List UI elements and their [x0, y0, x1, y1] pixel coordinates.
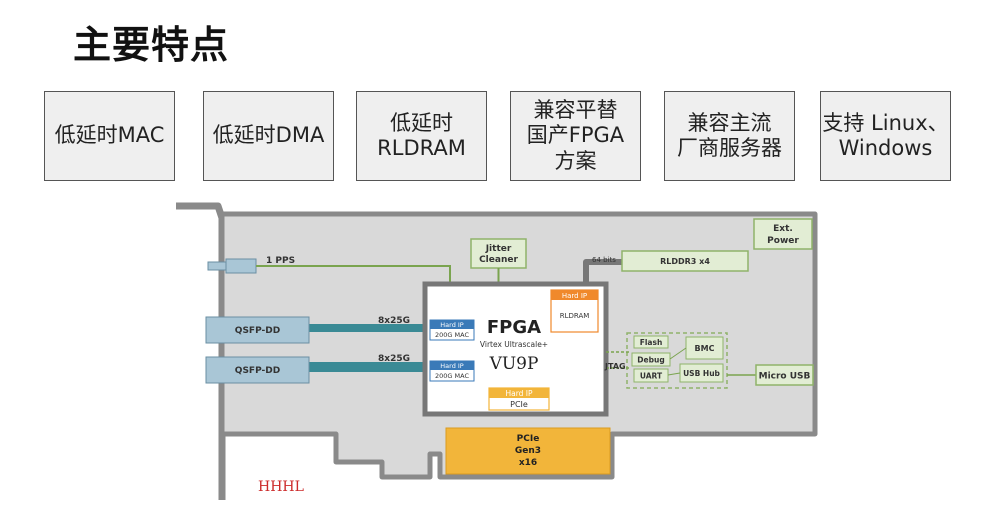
- jitter-cleaner: [470, 238, 527, 269]
- rlddr3-label: RLDDR3 x4: [660, 257, 710, 266]
- feature-low-latency-rldram: 低延时 RLDRAM: [356, 91, 487, 181]
- usbhub-label: USB Hub: [683, 369, 720, 378]
- form-factor-label: HHHL: [258, 479, 304, 495]
- feature-domestic-fpga-compatible: 兼容平替 国产FPGA 方案: [510, 91, 641, 181]
- qsfp2-port: [205, 356, 310, 384]
- rlddr3-block: [621, 250, 749, 272]
- management-group: [626, 332, 728, 389]
- hardip-mac2-title: Hard IP: [440, 362, 464, 370]
- lane2-label: 8x25G: [378, 354, 410, 364]
- feature-server-compatible: 兼容主流 厂商服务器: [664, 91, 795, 181]
- hardip-mac1-sub: 200G MAC: [435, 331, 469, 339]
- jtag-label: JTAG: [604, 362, 626, 371]
- hardip-pcie-sub: PCIe: [510, 400, 528, 409]
- fpga-family-label: Virtex Ultrascale+: [480, 340, 548, 349]
- feature-os-support: 支持 Linux、 Windows: [820, 91, 951, 181]
- fpga-label: FPGA: [487, 317, 541, 338]
- ext-power: [753, 218, 813, 250]
- microusb-label: Micro USB: [759, 372, 811, 382]
- bus-width-label: 64 bits: [592, 256, 616, 264]
- jitter-cleaner-label-2: Cleaner: [479, 255, 518, 265]
- uart-block: [633, 368, 669, 383]
- hardip-mac2-sub: 200G MAC: [435, 372, 469, 380]
- microusb-block: [755, 364, 814, 386]
- pcie-edge-connector: [445, 427, 611, 475]
- pcie-conn-line-1: PCIe: [517, 434, 540, 444]
- pps-line: [256, 265, 451, 284]
- feature-low-latency-dma: 低延时DMA: [203, 91, 334, 181]
- debug-label: Debug: [637, 356, 664, 365]
- hardip-pcie-title: Hard IP: [505, 389, 533, 398]
- hardip-rldram-title: Hard IP: [562, 292, 587, 300]
- flash-label: Flash: [640, 338, 663, 347]
- rlddr3-bus: [583, 259, 622, 282]
- pps-label: 1 PPS: [266, 256, 295, 266]
- qsfp2-link: [309, 362, 424, 372]
- uart-label: UART: [640, 372, 663, 381]
- hardip-rldram-sub: RLDRAM: [560, 312, 590, 320]
- fpga-part-label: VU9P: [489, 354, 539, 374]
- lane1-label: 8x25G: [378, 316, 410, 326]
- pcie-conn-line-3: x16: [519, 458, 537, 468]
- pcie-conn-line-2: Gen3: [515, 446, 541, 456]
- ext-power-label-2: Power: [767, 236, 799, 246]
- ext-power-label-1: Ext.: [773, 224, 793, 234]
- qsfp1-label: QSFP-DD: [235, 326, 280, 336]
- feature-low-latency-mac: 低延时MAC: [44, 91, 175, 181]
- debug-block: [631, 352, 671, 367]
- jitter-cleaner-label-1: Jitter: [485, 244, 512, 254]
- pps-connector: [207, 261, 229, 271]
- bmc-label: BMC: [695, 344, 715, 353]
- pcie-bracket: [176, 202, 226, 500]
- flash-block: [633, 335, 669, 349]
- qsfp1-link: [309, 324, 424, 332]
- hardip-mac1-title: Hard IP: [440, 321, 464, 329]
- qsfp1-port: [205, 316, 310, 344]
- qsfp2-label: QSFP-DD: [235, 366, 280, 376]
- page-title: 主要特点: [73, 23, 230, 67]
